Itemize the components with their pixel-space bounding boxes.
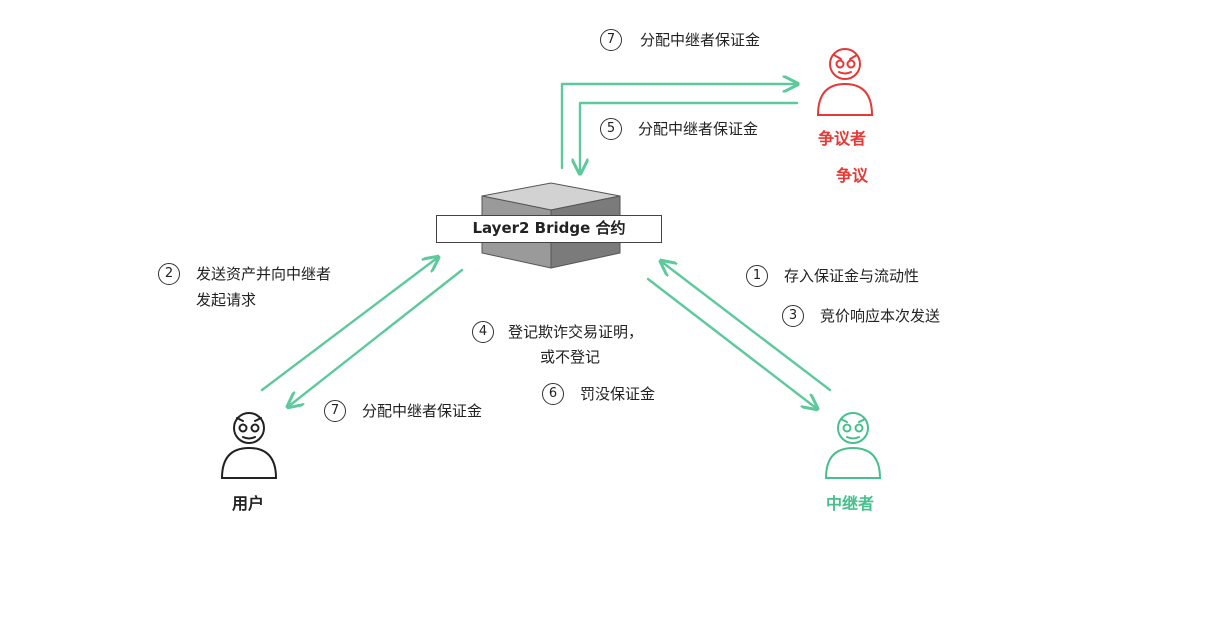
step-2-text-line1: 发送资产并向中继者 <box>196 265 332 283</box>
step-2-text-line2: 发起请求 <box>196 291 257 309</box>
step-6-text: 罚没保证金 <box>580 385 656 403</box>
relayer-label: 中继者 <box>826 494 875 513</box>
step-3-number: 3 <box>782 305 804 327</box>
arrow-step7-to-disputer <box>560 84 796 170</box>
arrow-contract-to-user <box>289 268 464 406</box>
arrow-contract-to-relayer <box>646 277 816 408</box>
step-4-text-line2: 或不登记 <box>540 348 601 366</box>
step-6-number: 6 <box>542 383 564 405</box>
step-7-user-number: 7 <box>324 400 346 422</box>
disputer-avatar-icon <box>816 48 874 116</box>
disputer-label: 争议者 <box>818 129 867 148</box>
step-1-number: 1 <box>746 265 768 287</box>
arrow-step5-from-disputer <box>580 101 799 172</box>
step-3-text: 竞价响应本次发送 <box>820 307 941 325</box>
step-7-top-number: 7 <box>600 29 622 51</box>
step-5-text: 分配中继者保证金 <box>638 120 759 138</box>
step-2-number: 2 <box>158 263 180 285</box>
step-4-text-line1: 登记欺诈交易证明， <box>508 323 644 341</box>
arrow-user-to-contract <box>260 258 437 392</box>
user-label: 用户 <box>232 494 265 513</box>
relayer-avatar-icon <box>824 412 882 479</box>
step-7-user-text: 分配中继者保证金 <box>362 402 483 420</box>
arrow-relayer-to-contract <box>662 262 832 392</box>
contract-label: Layer2 Bridge 合约 <box>436 215 662 243</box>
step-5-number: 5 <box>600 118 622 140</box>
user-avatar-icon <box>220 412 278 479</box>
step-7-top-text: 分配中继者保证金 <box>640 31 761 49</box>
disputer-action-label: 争议 <box>836 166 869 185</box>
step-4-number: 4 <box>472 321 494 343</box>
step-1-text: 存入保证金与流动性 <box>784 267 920 285</box>
